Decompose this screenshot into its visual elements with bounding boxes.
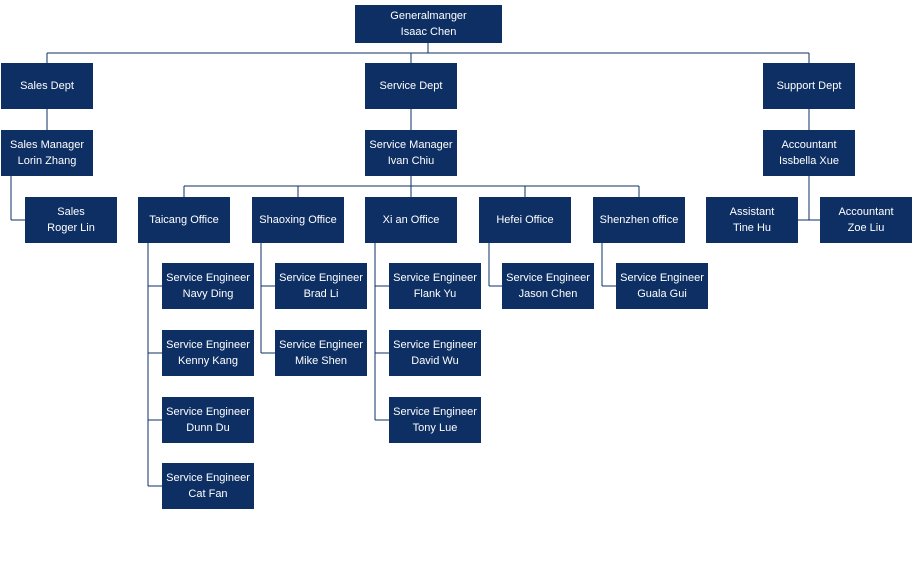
node-person-name: Roger Lin — [47, 222, 95, 234]
node-title: Service Manager — [369, 139, 453, 151]
org-node-support-dept: Support Dept — [763, 63, 855, 109]
node-title: Service Engineer — [166, 406, 250, 418]
node-title: Assistant — [729, 206, 775, 218]
node-person-name: David Wu — [411, 355, 459, 367]
node-title: Service Engineer — [506, 272, 590, 284]
node-person-name: Flank Yu — [413, 288, 457, 300]
node-title: Service Engineer — [166, 339, 250, 351]
org-node-hefei: Hefei Office — [479, 197, 571, 243]
org-node-taicang: Taicang Office — [138, 197, 230, 243]
node-title: Sales — [57, 206, 85, 218]
node-title: Sales Dept — [20, 80, 74, 92]
node-person-name: Brad Li — [303, 288, 339, 300]
node-title: Accountant — [781, 139, 837, 151]
node-person-name: Mike Shen — [295, 355, 347, 367]
node-person-name: Tine Hu — [732, 222, 772, 234]
node-title: Taicang Office — [149, 214, 219, 226]
org-node-sales-dept: Sales Dept — [1, 63, 93, 109]
node-title: Service Dept — [379, 80, 443, 92]
node-person-name: Issbella Xue — [779, 155, 839, 167]
node-title: Service Engineer — [393, 339, 477, 351]
node-person-name: Jason Chen — [518, 288, 578, 300]
node-title: Service Engineer — [279, 339, 363, 351]
node-title: Service Engineer — [393, 272, 477, 284]
node-title: Sales Manager — [10, 139, 84, 151]
node-person-name: Lorin Zhang — [17, 155, 77, 167]
node-title: Service Engineer — [279, 272, 363, 284]
node-title: Service Engineer — [393, 406, 477, 418]
org-node-shaoxing: Shaoxing Office — [252, 197, 344, 243]
node-title: Service Engineer — [166, 272, 250, 284]
org-node-service-dept: Service Dept — [365, 63, 457, 109]
org-node-xian: Xi an Office — [365, 197, 457, 243]
node-person-name: Isaac Chen — [400, 26, 457, 38]
node-person-name: Ivan Chiu — [387, 155, 435, 167]
org-node-shenzhen: Shenzhen office — [593, 197, 685, 243]
node-person-name: Dunn Du — [186, 422, 230, 434]
node-title: Support Dept — [776, 80, 842, 92]
node-title: Service Engineer — [620, 272, 704, 284]
node-title: Accountant — [838, 206, 894, 218]
node-person-name: Navy Ding — [182, 288, 234, 300]
node-title: Shaoxing Office — [259, 214, 337, 226]
node-title: Shenzhen office — [599, 214, 679, 226]
node-person-name: Tony Lue — [412, 422, 458, 434]
node-person-name: Guala Gui — [637, 288, 687, 300]
node-person-name: Zoe Liu — [847, 222, 885, 234]
node-person-name: Kenny Kang — [178, 355, 238, 367]
node-title: Service Engineer — [166, 472, 250, 484]
node-title: Generalmanger — [390, 10, 467, 22]
node-person-name: Cat Fan — [188, 488, 228, 500]
node-title: Xi an Office — [382, 214, 440, 226]
node-title: Hefei Office — [496, 214, 554, 226]
